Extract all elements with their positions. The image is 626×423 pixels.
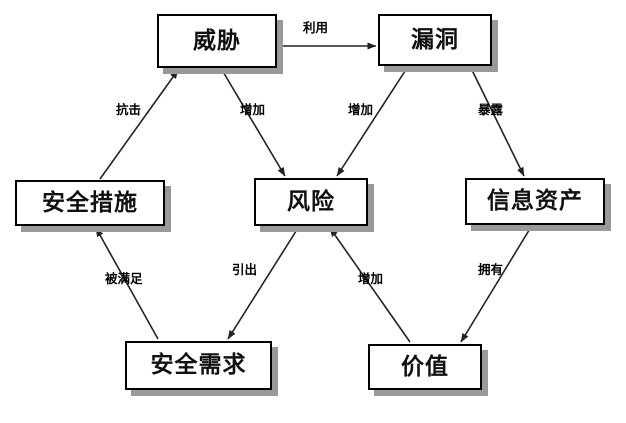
edge-label-threat-exploits-vulnerability: 利用 [303,20,329,35]
edge-safeguard-counters-threat [99,69,179,180]
node-label-threat: 威胁 [193,27,241,54]
node-label-asset: 信息资产 [487,188,583,214]
edge-label-risk-derives-requirement: 引出 [232,262,258,277]
edge-vulnerability-exposes-asset [470,67,525,177]
edge-label-vulnerability-increases-risk: 增加 [348,102,374,117]
edge-vulnerability-increases-risk [336,67,408,177]
node-label-risk: 风险 [287,188,335,215]
edge-label-value-increases-risk: 增加 [358,271,384,286]
node-threat[interactable]: 威胁 [157,14,277,68]
node-label-vulnerability: 漏洞 [411,26,459,53]
edge-label-threat-increases-risk: 增加 [240,102,266,117]
edge-label-safeguard-counters-threat: 抗击 [116,102,142,117]
edge-value-increases-risk [329,227,411,343]
node-risk[interactable]: 风险 [254,178,368,226]
edge-risk-derives-requirement [227,227,299,340]
node-label-safeguard: 安全措施 [42,189,138,216]
node-label-requirement: 安全需求 [150,352,247,378]
edge-requirement-satisfied-safeguard [95,227,159,340]
edge-label-vulnerability-exposes-asset: 暴露 [478,102,504,117]
node-requirement[interactable]: 安全需求 [125,341,272,390]
edge-threat-increases-risk [221,69,286,177]
edge-label-requirement-satisfied-safeguard: 被满足 [105,271,143,286]
node-asset[interactable]: 信息资产 [465,178,605,225]
node-safeguard[interactable]: 安全措施 [15,180,165,226]
edge-label-asset-has-value: 拥有 [478,262,504,277]
node-label-value: 价值 [401,353,449,380]
node-vulnerability[interactable]: 漏洞 [378,14,492,66]
node-value[interactable]: 价值 [368,344,482,390]
edge-asset-has-value [460,226,532,343]
